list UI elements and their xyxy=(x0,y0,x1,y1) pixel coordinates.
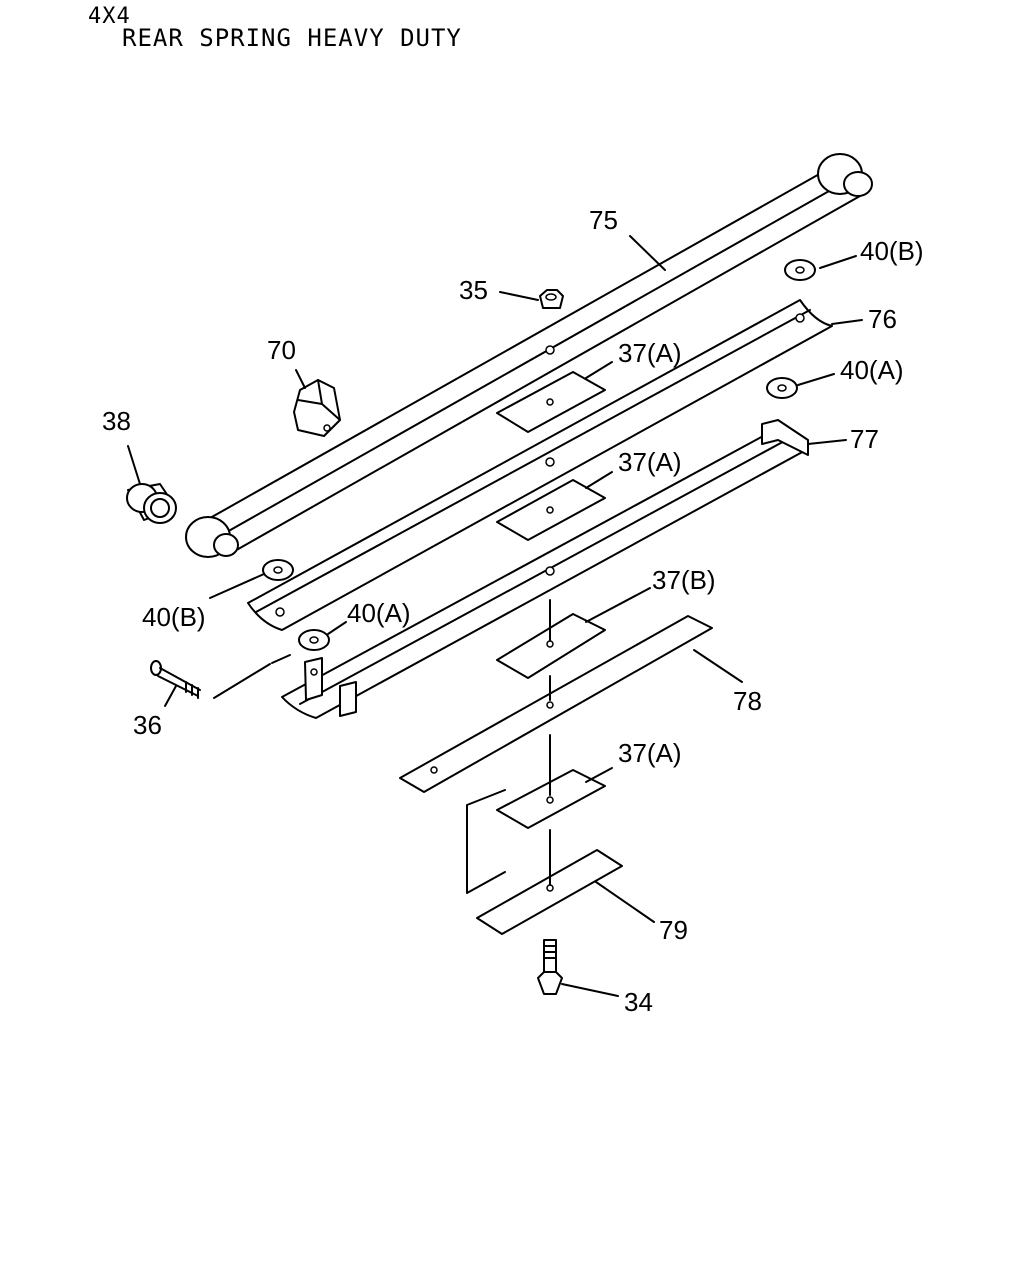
part-35-nut[interactable] xyxy=(539,289,564,309)
part-40a-washer-top[interactable] xyxy=(766,377,798,399)
part-75-main-leaf[interactable] xyxy=(185,153,873,558)
callout-40a-low: 40(A) xyxy=(347,598,411,628)
callout-76: 76 xyxy=(868,304,897,334)
part-76-second-leaf[interactable] xyxy=(247,299,833,631)
part-79-leaf[interactable] xyxy=(476,849,623,935)
callout-37a-3: 37(A) xyxy=(618,738,682,768)
callout-37a-2: 37(A) xyxy=(618,447,682,477)
callout-37b: 37(B) xyxy=(652,565,716,595)
part-40a-washer-low[interactable] xyxy=(298,629,330,651)
callout-70: 70 xyxy=(267,335,296,365)
callout-40a-top: 40(A) xyxy=(840,355,904,385)
callout-79: 79 xyxy=(659,915,688,945)
part-78-leaf[interactable] xyxy=(399,615,713,793)
bracket-line xyxy=(466,789,506,894)
part-34-center-bolt[interactable] xyxy=(537,939,563,995)
callout-38: 38 xyxy=(102,406,131,436)
callout-40b-top: 40(B) xyxy=(860,236,924,266)
callout-36: 36 xyxy=(133,710,162,740)
part-36-bolt[interactable] xyxy=(150,654,291,699)
callout-75: 75 xyxy=(589,205,618,235)
part-40b-washer-top[interactable] xyxy=(784,259,816,281)
callout-34: 34 xyxy=(624,987,653,1017)
callout-37a-1: 37(A) xyxy=(618,338,682,368)
callout-35: 35 xyxy=(459,275,488,305)
leader-lines xyxy=(127,235,863,997)
part-40b-washer-low[interactable] xyxy=(262,559,294,581)
part-70-bumper[interactable] xyxy=(293,379,341,437)
part-77-third-leaf[interactable] xyxy=(281,419,809,719)
callout-77: 77 xyxy=(850,424,879,454)
diagram-title: REAR SPRING HEAVY DUTY xyxy=(122,24,462,52)
callout-78: 78 xyxy=(733,686,762,716)
callout-40b-low: 40(B) xyxy=(142,602,206,632)
config-label: 4X4 xyxy=(88,4,131,29)
part-38-bushing[interactable] xyxy=(126,483,177,524)
